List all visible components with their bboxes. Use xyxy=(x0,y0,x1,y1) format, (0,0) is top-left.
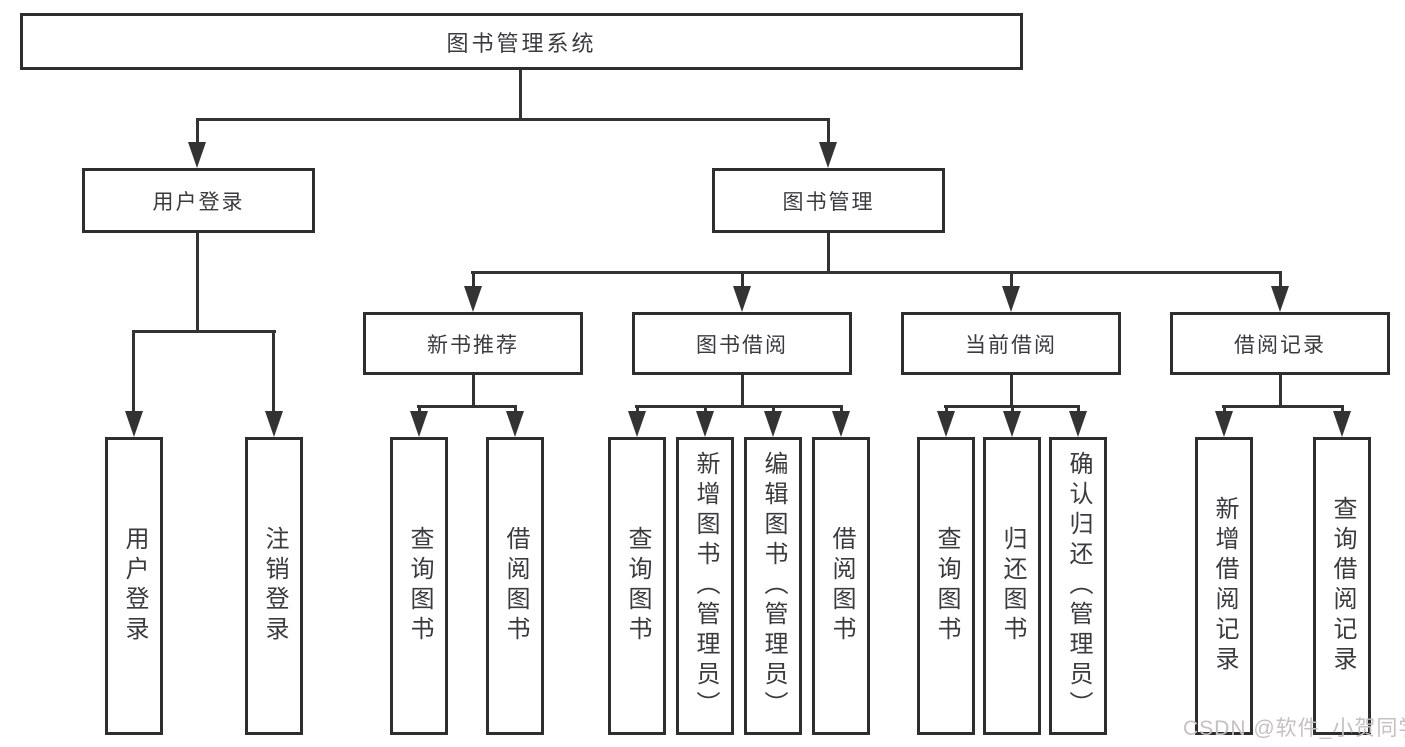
node-root-label: 图书管理系统 xyxy=(446,30,597,56)
connector xyxy=(1279,271,1282,289)
connector xyxy=(1077,405,1080,414)
leaf-add-borrow-record: 新增借阅记录 xyxy=(1195,437,1253,735)
connector xyxy=(635,405,843,408)
arrow-down-icon xyxy=(819,142,837,168)
connector xyxy=(704,405,707,414)
leaf-query-books-2-label: 查询图书 xyxy=(624,526,651,646)
connector xyxy=(1341,405,1344,414)
connector xyxy=(1279,375,1282,408)
leaf-query-books-3-label: 查询图书 xyxy=(933,526,960,646)
arrow-down-icon xyxy=(1002,286,1020,312)
arrow-down-icon xyxy=(696,411,714,437)
connector xyxy=(472,271,475,289)
leaf-query-books-2: 查询图书 xyxy=(608,437,666,735)
node-current-borrow: 当前借阅 xyxy=(901,312,1121,375)
leaf-edit-books-admin: 编辑图书（管理员） xyxy=(744,437,802,735)
node-new-book-recommend-label: 新书推荐 xyxy=(427,333,519,357)
connector xyxy=(1010,375,1013,408)
leaf-add-books-admin: 新增图书（管理员） xyxy=(676,437,734,735)
connector xyxy=(827,233,830,274)
node-book-management: 图书管理 xyxy=(712,168,945,233)
leaf-query-books-3: 查询图书 xyxy=(917,437,975,735)
node-user-login: 用户登录 xyxy=(82,168,315,233)
arrow-down-icon xyxy=(188,142,206,168)
node-user-login-label: 用户登录 xyxy=(152,190,245,214)
node-book-borrow-label: 图书借阅 xyxy=(696,333,788,357)
connector xyxy=(840,405,843,414)
connector xyxy=(772,405,775,414)
arrow-down-icon xyxy=(464,286,482,312)
arrow-down-icon xyxy=(506,411,524,437)
arrow-down-icon xyxy=(125,411,143,437)
connector xyxy=(636,405,639,414)
node-book-borrow: 图书借阅 xyxy=(632,312,852,375)
connector xyxy=(471,271,1282,274)
node-root: 图书管理系统 xyxy=(20,13,1023,70)
connector xyxy=(132,330,135,413)
connector xyxy=(472,375,475,408)
arrow-down-icon xyxy=(1215,411,1233,437)
node-book-management-label: 图书管理 xyxy=(782,190,875,214)
leaf-query-borrow-record: 查询借阅记录 xyxy=(1313,437,1371,735)
arrow-down-icon xyxy=(1003,411,1021,437)
arrow-down-icon xyxy=(937,411,955,437)
connector xyxy=(196,118,830,121)
leaf-borrow-books-1-label: 借阅图书 xyxy=(502,526,529,646)
connector xyxy=(741,375,744,408)
leaf-confirm-return-admin: 确认归还（管理员） xyxy=(1049,437,1107,735)
connector xyxy=(272,330,275,413)
connector xyxy=(945,405,948,414)
connector xyxy=(196,118,199,144)
arrow-down-icon xyxy=(1069,411,1087,437)
connector xyxy=(1222,405,1344,408)
arrow-down-icon xyxy=(832,411,850,437)
leaf-query-borrow-record-label: 查询借阅记录 xyxy=(1329,496,1356,676)
leaf-logout: 注销登录 xyxy=(245,437,303,735)
leaf-return-books-label: 归还图书 xyxy=(999,526,1026,646)
connector xyxy=(519,70,522,120)
node-borrow-records-label: 借阅记录 xyxy=(1234,333,1326,357)
connector xyxy=(1223,405,1226,414)
arrow-down-icon xyxy=(764,411,782,437)
connector xyxy=(1011,405,1014,414)
connector xyxy=(132,330,276,333)
leaf-edit-books-admin-label: 编辑图书（管理员） xyxy=(760,451,787,721)
connector xyxy=(417,405,517,408)
arrow-down-icon xyxy=(733,286,751,312)
leaf-query-books-1: 查询图书 xyxy=(390,437,448,735)
connector xyxy=(827,118,830,144)
connector xyxy=(514,405,517,414)
arrow-down-icon xyxy=(410,411,428,437)
node-new-book-recommend: 新书推荐 xyxy=(363,312,583,375)
leaf-query-books-1-label: 查询图书 xyxy=(406,526,433,646)
connector xyxy=(1010,271,1013,289)
leaf-borrow-books-2: 借阅图书 xyxy=(812,437,870,735)
leaf-logout-label: 注销登录 xyxy=(261,526,288,646)
node-current-borrow-label: 当前借阅 xyxy=(965,333,1057,357)
arrow-down-icon xyxy=(265,411,283,437)
leaf-confirm-return-admin-label: 确认归还（管理员） xyxy=(1065,451,1092,721)
arrow-down-icon xyxy=(1333,411,1351,437)
connector xyxy=(418,405,421,414)
connector xyxy=(196,233,199,333)
node-borrow-records: 借阅记录 xyxy=(1170,312,1390,375)
leaf-borrow-books-2-label: 借阅图书 xyxy=(828,526,855,646)
arrow-down-icon xyxy=(628,411,646,437)
leaf-borrow-books-1: 借阅图书 xyxy=(486,437,544,735)
leaf-return-books: 归还图书 xyxy=(983,437,1041,735)
leaf-add-borrow-record-label: 新增借阅记录 xyxy=(1211,496,1238,676)
csdn-watermark: CSDN @软件_小贺同学 xyxy=(1183,717,1405,740)
leaf-add-books-admin-label: 新增图书（管理员） xyxy=(692,451,719,721)
arrow-down-icon xyxy=(1271,286,1289,312)
connector xyxy=(741,271,744,289)
leaf-user-login-label: 用户登录 xyxy=(121,526,148,646)
leaf-user-login: 用户登录 xyxy=(105,437,163,735)
